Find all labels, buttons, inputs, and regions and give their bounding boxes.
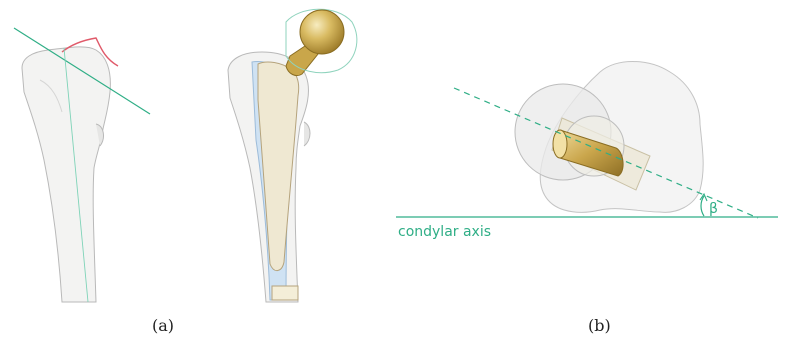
panel-a-femur-natural <box>14 28 150 302</box>
condylar-axis-label: condylar axis <box>398 224 491 240</box>
panel-a-femur-implant <box>228 9 357 302</box>
femur-outline <box>22 47 110 302</box>
implant-cylinder-end <box>553 130 567 158</box>
stem-distal-centralizer <box>272 286 298 300</box>
trochanter-bump-implant <box>304 122 310 146</box>
caption-panel-a: (a) <box>152 316 174 335</box>
prosthetic-head <box>300 10 344 54</box>
angle-beta-label: β <box>709 201 718 217</box>
panel-b-axial-view: β condylar axis <box>396 62 778 241</box>
caption-panel-b: (b) <box>588 316 611 335</box>
angle-arc <box>701 196 704 216</box>
